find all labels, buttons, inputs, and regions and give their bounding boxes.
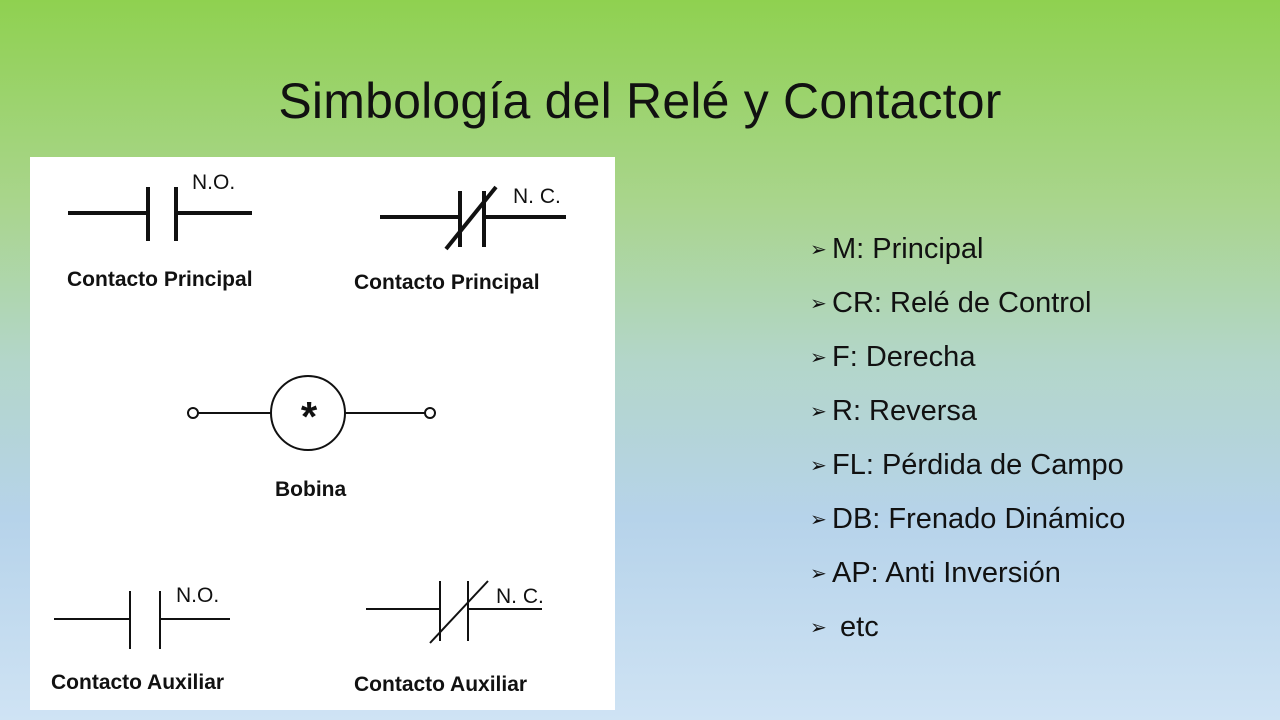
list-item-text: AP: Anti Inversión (832, 556, 1061, 589)
list-item-text: etc (832, 610, 879, 643)
coil-symbol: * Bobina (187, 375, 436, 501)
list-item-text: R: Reversa (832, 394, 978, 427)
list-item: ➢F: Derecha (810, 330, 1125, 384)
no-aux-contact-symbol: N.O. Contacto Auxiliar (51, 584, 230, 694)
nc-aux-label: Contacto Auxiliar (354, 673, 527, 696)
list-item: ➢R: Reversa (810, 384, 1125, 438)
list-item: ➢FL: Pérdida de Campo (810, 438, 1125, 492)
list-item-text: F: Derecha (832, 340, 976, 373)
nc-aux-contact-symbol: N. C. Contacto Auxiliar (354, 580, 544, 696)
symbol-diagram-svg: N.O. Contacto Principal N. C. Contacto P… (51, 171, 566, 696)
arrow-bullet-icon: ➢ (810, 400, 827, 423)
symbol-diagram: N.O. Contacto Principal N. C. Contacto P… (30, 157, 615, 710)
list-item-text: M: Principal (832, 232, 984, 265)
nc-main-mark: N. C. (513, 185, 561, 208)
slide-title: Simbología del Relé y Contactor (278, 73, 1002, 129)
arrow-bullet-icon: ➢ (810, 616, 827, 639)
no-main-label: Contacto Principal (67, 268, 253, 291)
list-item: ➢ etc (810, 600, 1125, 654)
coil-label: Bobina (275, 478, 346, 501)
list-item: ➢AP: Anti Inversión (810, 546, 1125, 600)
no-main-mark: N.O. (192, 171, 235, 194)
arrow-bullet-icon: ➢ (810, 292, 827, 315)
arrow-bullet-icon: ➢ (810, 346, 827, 369)
no-main-contact-symbol: N.O. Contacto Principal (67, 171, 253, 291)
list-item-text: DB: Frenado Dinámico (832, 502, 1126, 535)
arrow-bullet-icon: ➢ (810, 238, 827, 261)
no-aux-mark: N.O. (176, 584, 219, 607)
coil-asterisk: * (301, 393, 318, 440)
nc-main-label: Contacto Principal (354, 271, 540, 294)
arrow-bullet-icon: ➢ (810, 562, 827, 585)
nc-aux-mark: N. C. (496, 585, 544, 608)
list-item-text: CR: Relé de Control (832, 286, 1092, 319)
no-aux-label: Contacto Auxiliar (51, 671, 224, 694)
list-item: ➢CR: Relé de Control (810, 276, 1125, 330)
arrow-bullet-icon: ➢ (810, 508, 827, 531)
list-item: ➢M: Principal (810, 222, 1125, 276)
abbreviation-list: ➢M: Principal ➢CR: Relé de Control ➢F: D… (810, 222, 1125, 654)
arrow-bullet-icon: ➢ (810, 454, 827, 477)
list-item: ➢DB: Frenado Dinámico (810, 492, 1125, 546)
nc-main-contact-symbol: N. C. Contacto Principal (354, 185, 566, 294)
list-item-text: FL: Pérdida de Campo (832, 448, 1124, 481)
